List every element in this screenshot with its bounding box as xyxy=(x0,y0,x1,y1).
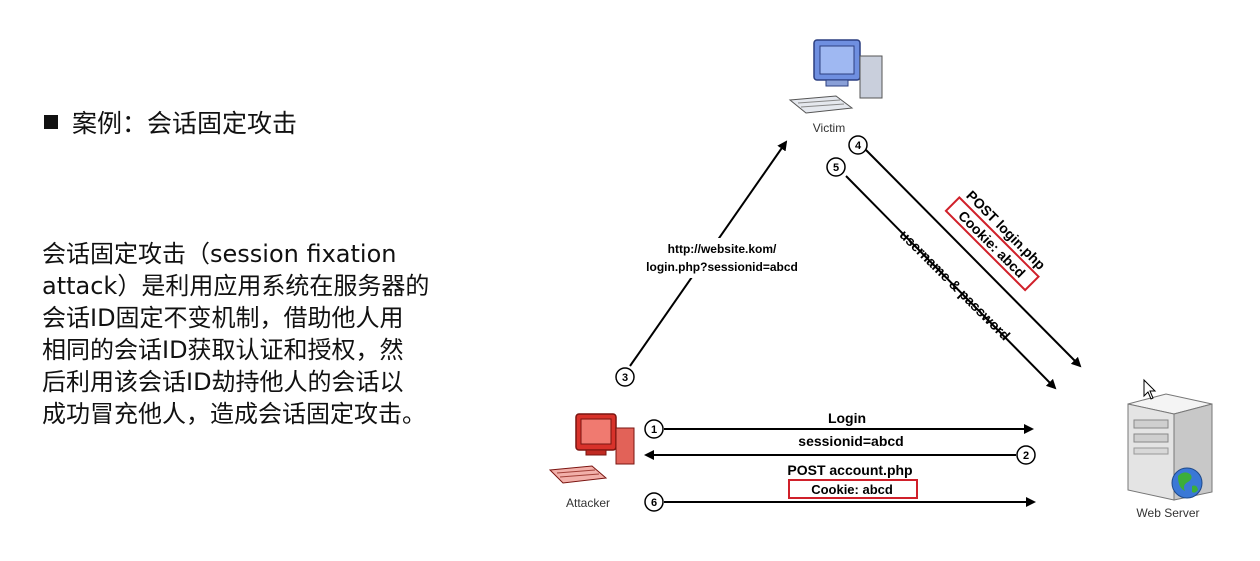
credentials-arrow xyxy=(845,175,1057,390)
attacker-label: Attacker xyxy=(566,496,610,510)
description-line: 后利用该会话ID劫持他人的会话以 xyxy=(42,368,404,396)
description-line: attack）是利用应用系统在服务器的 xyxy=(42,272,430,300)
victim-computer-icon xyxy=(788,39,883,114)
post-account-label: POST account.php xyxy=(787,462,912,478)
web-server-icon xyxy=(1127,393,1213,501)
link-url-line1: http://website.kom/ xyxy=(668,242,777,256)
description-line: 相同的会话ID获取认证和授权，然 xyxy=(42,336,404,364)
server-label: Web Server xyxy=(1136,506,1199,520)
victim-label: Victim xyxy=(813,121,845,135)
post-login-arrow xyxy=(865,149,1082,368)
sessionid-label: sessionid=abcd xyxy=(798,433,903,449)
step-marker: 6 xyxy=(644,492,664,512)
link-label-bg xyxy=(632,238,812,278)
description-text: 会话固定攻击（session fixation attack）是利用应用系统在服… xyxy=(42,238,482,430)
step-marker: 1 xyxy=(644,419,664,439)
step-number: 1 xyxy=(651,424,657,436)
step-number: 5 xyxy=(833,162,839,174)
bullet-square-icon xyxy=(44,115,58,129)
cookie-attacker-label: Cookie: abcd xyxy=(811,482,893,497)
heading-text: 案例：会话固定攻击 xyxy=(72,109,298,138)
step-number: 2 xyxy=(1023,450,1029,462)
cookie-highlight-box xyxy=(788,479,918,499)
attacker-computer-icon xyxy=(548,413,635,484)
step-marker: 3 xyxy=(615,367,635,387)
description-line: 成功冒充他人，造成会话固定攻击。 xyxy=(42,400,426,428)
cookie-victim-highlight-box xyxy=(944,196,1040,292)
step-marker: 5 xyxy=(826,157,846,177)
step-marker: 2 xyxy=(1016,445,1036,465)
mouse-cursor-icon xyxy=(1143,378,1157,400)
link-url-line2: login.php?sessionid=abcd xyxy=(646,260,798,274)
description-line: 会话ID固定不变机制，借助他人用 xyxy=(42,304,404,332)
step-number: 3 xyxy=(622,372,628,384)
step-number: 6 xyxy=(651,497,657,509)
step-number: 4 xyxy=(855,140,862,152)
description-line: 会话固定攻击（session fixation xyxy=(42,240,397,268)
slide-heading: 案例：会话固定攻击 xyxy=(44,106,297,142)
login-label: Login xyxy=(828,410,866,426)
step-marker: 4 xyxy=(848,135,868,155)
